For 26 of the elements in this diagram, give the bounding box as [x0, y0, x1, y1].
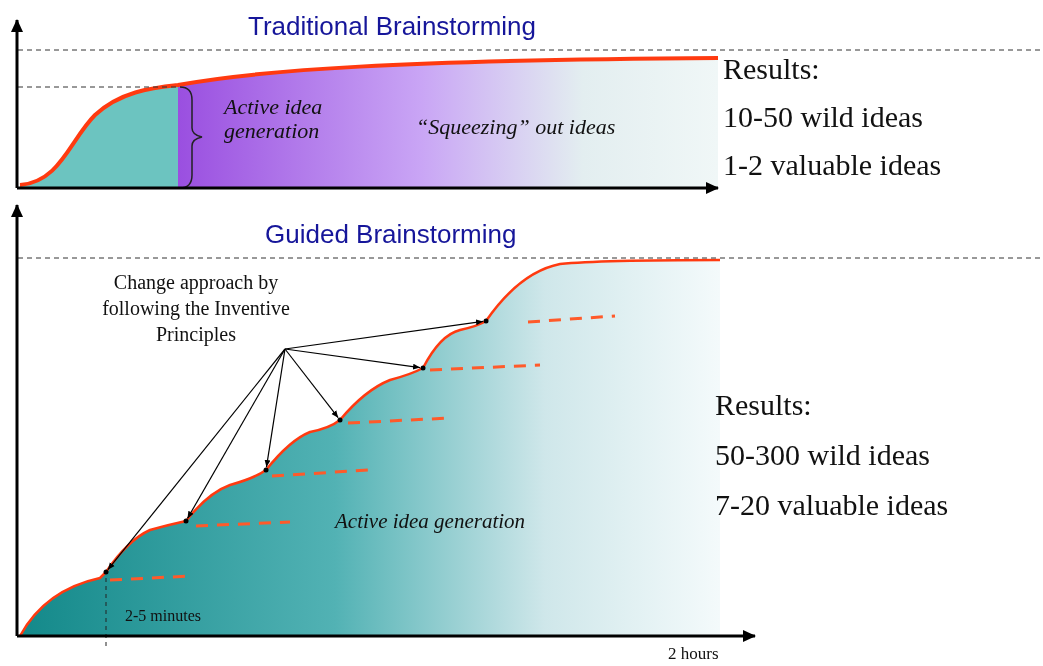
note-text: 7-20 valuable ideas — [715, 488, 949, 521]
note-text: 2-5 minutes — [125, 607, 201, 625]
phase-label: Active idea generation — [335, 510, 526, 534]
note-text: 2 hours — [668, 645, 719, 664]
panel-title: Traditional Brainstorming — [248, 12, 537, 41]
curve-point — [263, 467, 269, 473]
curve-point — [483, 318, 489, 324]
phase-label: “Squeezing” out ideas — [416, 115, 616, 140]
leader-line — [284, 319, 484, 350]
leader-line — [284, 348, 421, 370]
curve-point — [420, 365, 426, 371]
note-text: 10-50 wild ideas — [723, 100, 923, 133]
note-text: 50-300 wild ideas — [715, 438, 930, 471]
leader-line — [186, 348, 286, 519]
curve-point — [183, 518, 189, 524]
curve-point — [103, 569, 109, 575]
note-text: Results: — [715, 388, 812, 421]
note-text: 1-2 valuable ideas — [723, 148, 942, 181]
panel-title: Guided Brainstorming — [265, 220, 517, 249]
leader-line — [264, 348, 286, 468]
note-text: Results: — [723, 52, 820, 85]
phase-label: Active idea generation — [224, 95, 324, 144]
callout-text: Change approach by following the Inventive Principles — [86, 269, 306, 347]
curve-point — [337, 417, 343, 423]
leader-line — [284, 348, 339, 419]
leader-line — [107, 348, 286, 571]
